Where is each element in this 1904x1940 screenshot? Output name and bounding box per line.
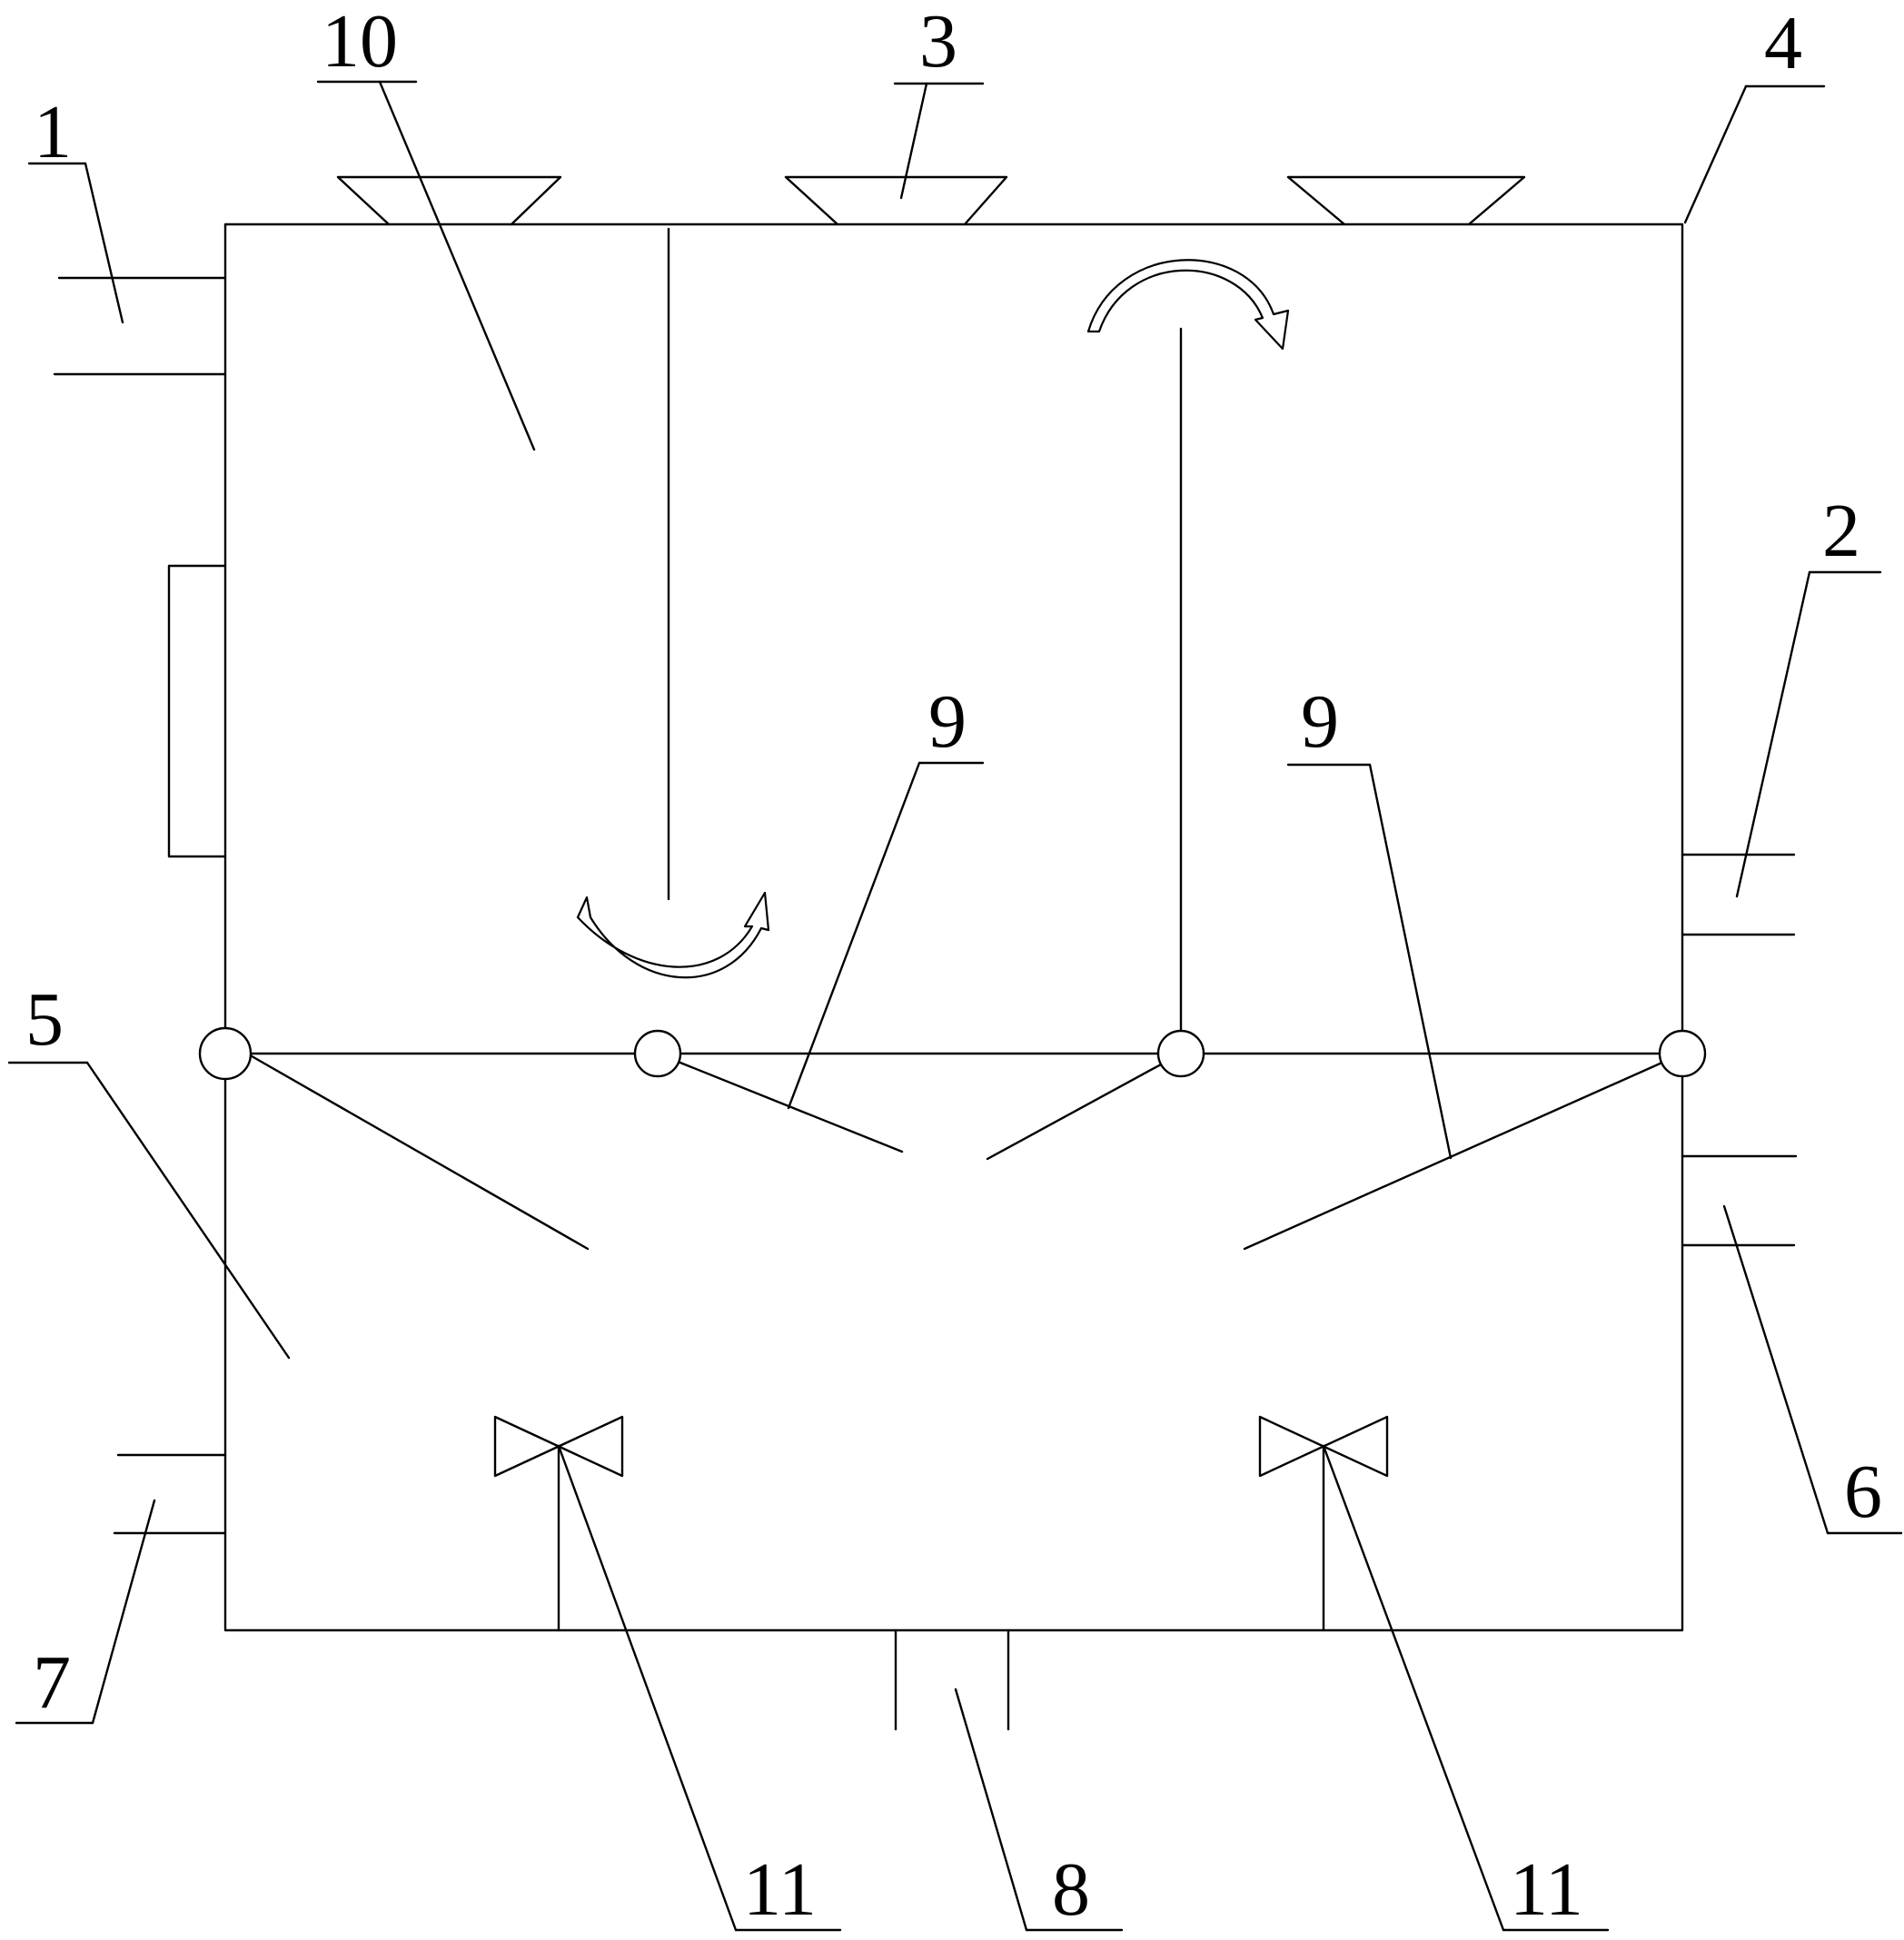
leader-11a (557, 1444, 738, 1932)
hinge-outer-left (198, 1026, 253, 1081)
flap-inner-left (656, 1052, 904, 1153)
label-5: 5 (25, 977, 64, 1062)
housing-outline (223, 223, 1684, 1632)
label-9b: 9 (1301, 679, 1339, 764)
label-2: 2 (1822, 489, 1860, 573)
leader-3 (899, 82, 928, 200)
label-8: 8 (1052, 1847, 1090, 1932)
label-7: 7 (33, 1640, 71, 1725)
label-9a: 9 (928, 679, 967, 764)
leader-1 (84, 162, 124, 324)
rotation-arrow-icon-lower (576, 891, 770, 979)
valve-right (1258, 1415, 1389, 1478)
top-hopper-middle (784, 175, 1008, 226)
leader-9a (787, 761, 921, 1110)
label-11a: 11 (743, 1847, 817, 1932)
leader-7 (91, 1499, 156, 1725)
hinge-outer-right (1658, 1029, 1707, 1078)
rotation-arrow-icon-upper (1086, 259, 1290, 351)
leader-9b (1368, 763, 1453, 1160)
leader-2 (1735, 570, 1811, 898)
flap-inner-right (986, 1052, 1183, 1161)
top-hopper-left (336, 175, 562, 226)
label-6: 6 (1844, 1450, 1882, 1534)
valve-left (493, 1415, 624, 1478)
label-4: 4 (1764, 1, 1802, 85)
flap-outer-right (1243, 1052, 1684, 1251)
leader-8 (954, 1688, 1028, 1932)
side-door (167, 564, 227, 858)
label-11b: 11 (1510, 1847, 1583, 1932)
flap-outer-left (245, 1052, 590, 1251)
leader-4 (1683, 84, 1748, 224)
hinge-inner-right (1156, 1029, 1205, 1078)
leader-11b (1322, 1444, 1505, 1932)
top-hopper-right (1286, 175, 1526, 226)
label-10: 10 (322, 0, 398, 84)
label-3: 3 (919, 0, 957, 84)
leader-10 (378, 80, 536, 451)
label-1: 1 (34, 90, 72, 174)
hinge-inner-left (633, 1029, 682, 1078)
leader-6 (1722, 1204, 1830, 1535)
leader-5 (85, 1061, 291, 1360)
